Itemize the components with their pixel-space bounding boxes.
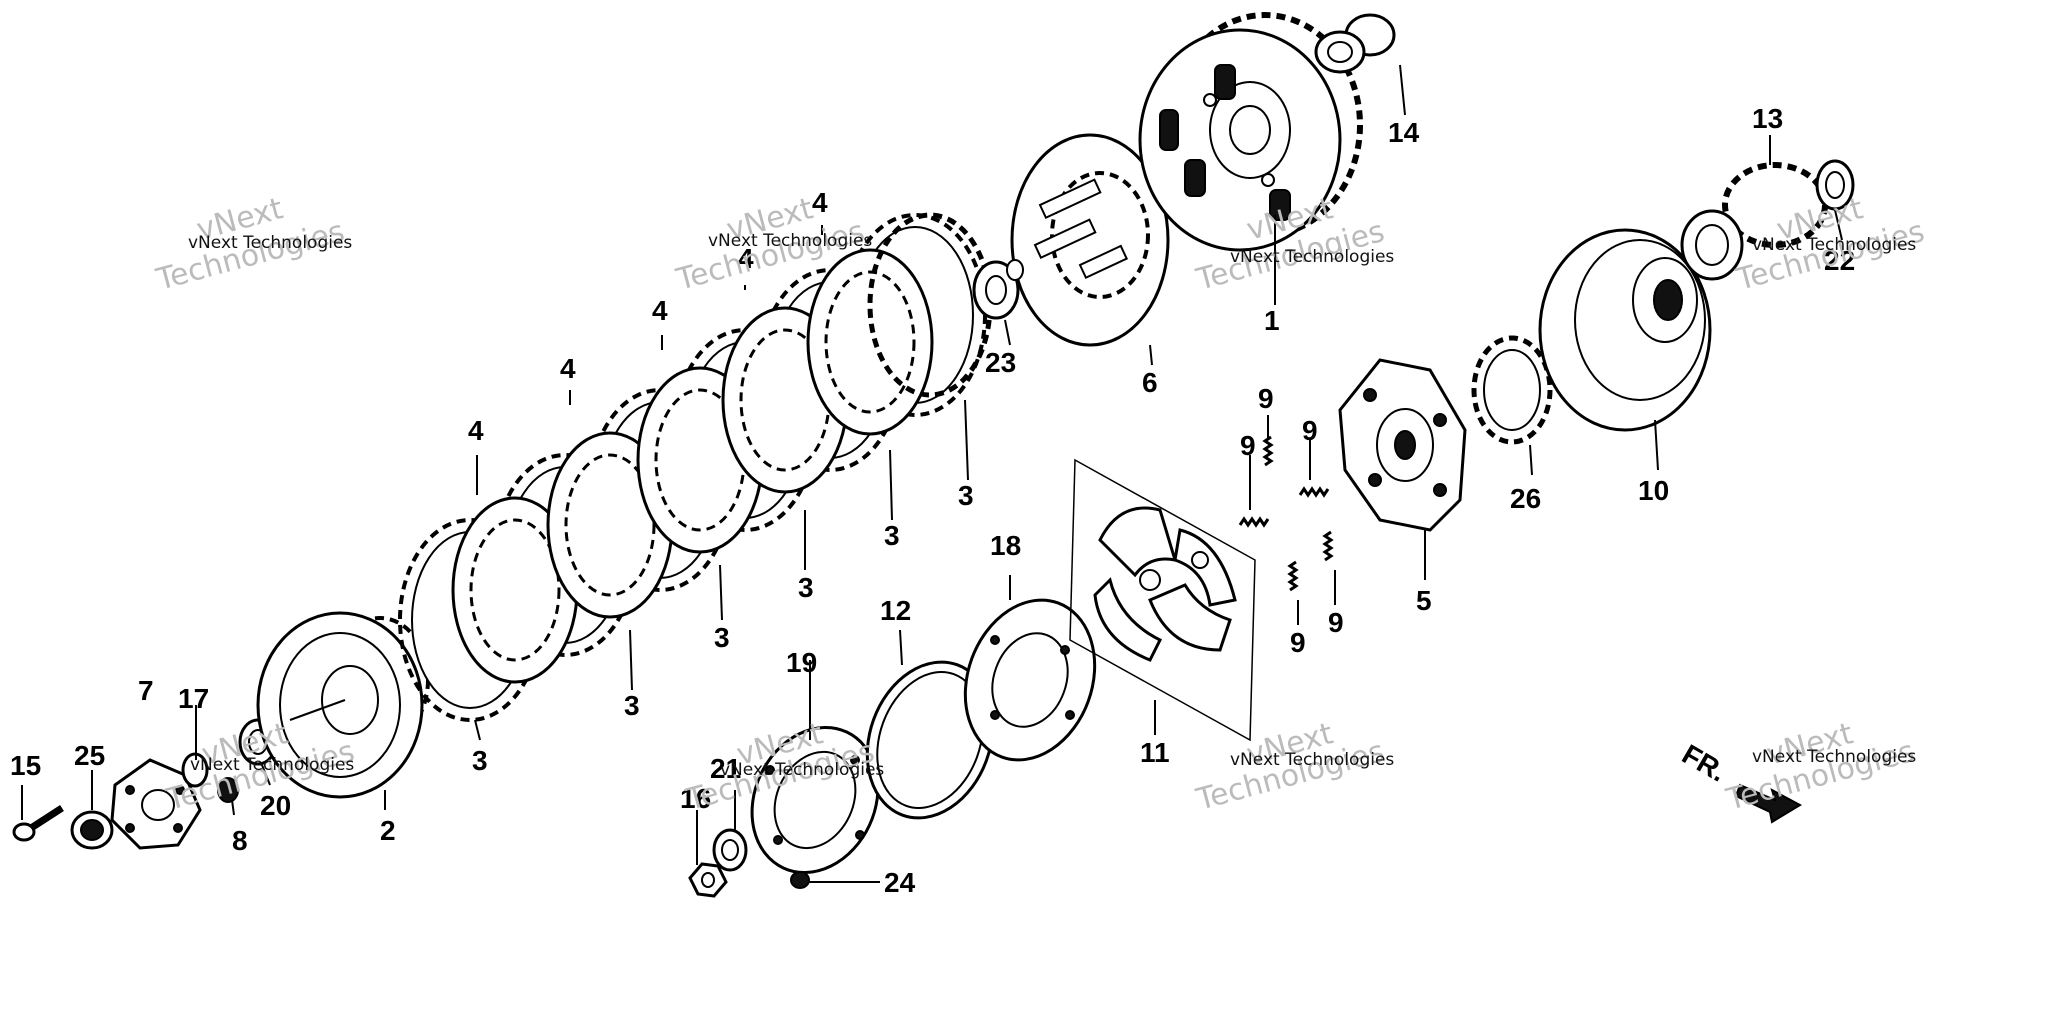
part-4-clutch-plate [806,248,934,436]
callout-12: 12 [880,595,911,626]
callout-4: 4 [468,415,484,446]
svg-text:vNext Technologies: vNext Technologies [190,755,354,775]
svg-text:vNext Technologies: vNext Technologies [720,760,884,780]
callout-3: 3 [884,520,900,551]
part-19-plate [750,725,880,875]
svg-text:vNext Technologies: vNext Technologies [1230,247,1394,267]
callout-17: 17 [178,683,209,714]
svg-text:vNext Technologies: vNext Technologies [1230,750,1394,770]
part-25-bearing [70,810,114,850]
callout-10: 10 [1638,475,1669,506]
svg-text:vNext Technologies: vNext Technologies [1752,747,1916,767]
watermark: Technologies vNext vNext Technologies [1192,716,1394,818]
callout-1: 1 [1264,305,1280,336]
callout-20: 20 [260,790,291,821]
callout-9: 9 [1302,415,1318,446]
callout-8: 8 [232,825,248,856]
part-9-spring [1322,530,1334,562]
callout-9: 9 [1328,607,1344,638]
watermark: Technologies vNext vNext Technologies [1732,191,1928,298]
part-15-bolt [12,805,64,842]
part-16-nut [688,862,728,898]
callout-4: 4 [560,353,576,384]
part-9-spring [1298,486,1330,498]
callout-9: 9 [1258,383,1274,414]
callout-3: 3 [798,572,814,603]
clutch-disc-stack [398,212,993,722]
part-12-ring [865,660,995,820]
callout-9: 9 [1290,627,1306,658]
part-8-collar [217,777,239,803]
part-7-lifter-plate [110,758,202,850]
part-9-spring [1238,516,1270,528]
callout-11: 11 [1140,737,1170,768]
part-18-plate [963,598,1097,762]
front-arrow-icon [1734,783,1803,824]
watermark: Technologies vNext vNext Technologies [152,191,352,298]
part-10-clutch-drum [1538,228,1712,432]
callout-16: 16 [680,783,711,814]
callout-22: 22 [1824,245,1855,276]
part-23-washer [972,260,1020,320]
part-1-clutch-outer [1138,12,1363,252]
part-9-spring [1287,560,1299,592]
callout-4: 4 [812,187,828,218]
callout-labels: 1 2 3 3 3 3 3 3 3 4 4 4 4 4 5 6 7 8 9 9 … [10,103,1855,898]
part-21-washer [712,828,748,872]
callout-14: 14 [1388,117,1420,148]
svg-text:vNext Technologies: vNext Technologies [188,233,352,253]
part-2-pressure-plate [256,611,430,799]
part-11-weight-assembly [1069,458,1256,742]
part-24-rivet [790,871,810,889]
callout-2: 2 [380,815,396,846]
part-5-drive-plate [1338,358,1467,532]
callout-13: 13 [1752,103,1783,134]
leader-lines [21,64,1843,883]
callout-3: 3 [714,622,730,653]
callout-5: 5 [1416,585,1432,616]
part-22-washer [1815,159,1855,211]
callout-24: 24 [884,867,916,898]
part-6-clutch-center [1006,133,1170,347]
part-9-spring [1262,435,1274,467]
callout-3: 3 [472,745,488,776]
callout-23: 23 [985,347,1016,378]
callout-25: 25 [74,740,105,771]
callout-19: 19 [786,647,817,678]
part-14-bushing [1314,13,1396,74]
callout-21: 21 [710,753,741,784]
callout-18: 18 [990,530,1021,561]
svg-text:vNext Technologies: vNext Technologies [708,231,872,251]
callout-4: 4 [738,243,754,274]
front-label: FR. [1677,738,1732,787]
callout-3: 3 [624,690,640,721]
callout-26: 26 [1510,483,1541,514]
part-26-one-way-clutch [1471,335,1553,445]
callout-4: 4 [652,295,668,326]
callout-7: 7 [138,675,154,706]
watermark: Technologies vNext vNext Technologies [1722,716,1918,818]
callout-9: 9 [1240,430,1256,461]
callout-15: 15 [10,750,41,781]
part-13-gear [1680,162,1828,281]
callout-6: 6 [1142,367,1158,398]
svg-text:vNext Technologies: vNext Technologies [1752,235,1916,255]
callout-3: 3 [958,480,974,511]
